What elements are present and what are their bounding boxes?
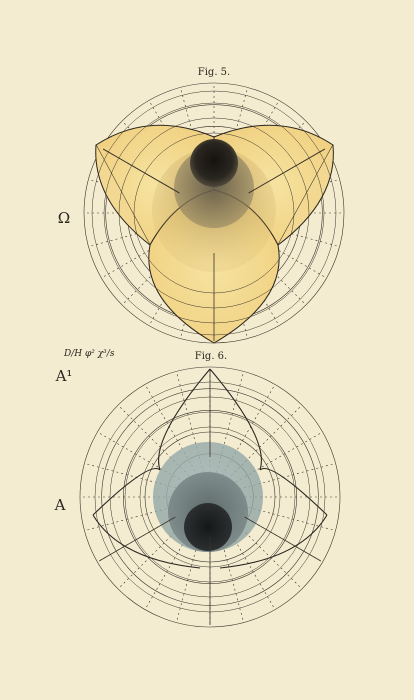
figure-6-shade-core [184,503,232,551]
figure-5: Fig. 5. Ω [58,67,345,344]
figure-6-side-label: A [54,496,66,514]
figure-5-lobe-spoke [248,148,326,194]
figure-6-lobe-grid [94,369,326,625]
figure-6-caption: Fig. 6. [195,351,227,362]
figure-5-lobe-right-outer [277,144,334,246]
figure-6-trefoil-right [219,468,328,569]
figure-6-lobe-spoke [244,516,322,562]
figure-6-upper-label: A¹ [55,367,73,385]
figure-5-side-label: Ω [58,209,70,227]
figure-5-shade-core [190,139,238,187]
formula: D/H φ² χ³/s [63,349,115,359]
figure-6-grid-ring [79,366,341,628]
figure-6-trefoil-top [158,368,262,471]
figure-5-lobe-spoke [102,148,180,194]
figure-6-trefoil [92,368,328,569]
figure-5-caption: Fig. 5. [198,67,230,78]
figure-5-lobe-grid [91,90,337,341]
figure-5-lobe-left-outer [95,144,151,246]
figure-6: Fig. 6. A [54,351,341,628]
figure-6-trefoil-left [92,468,201,569]
figure-6-lobe-spoke [98,516,176,562]
